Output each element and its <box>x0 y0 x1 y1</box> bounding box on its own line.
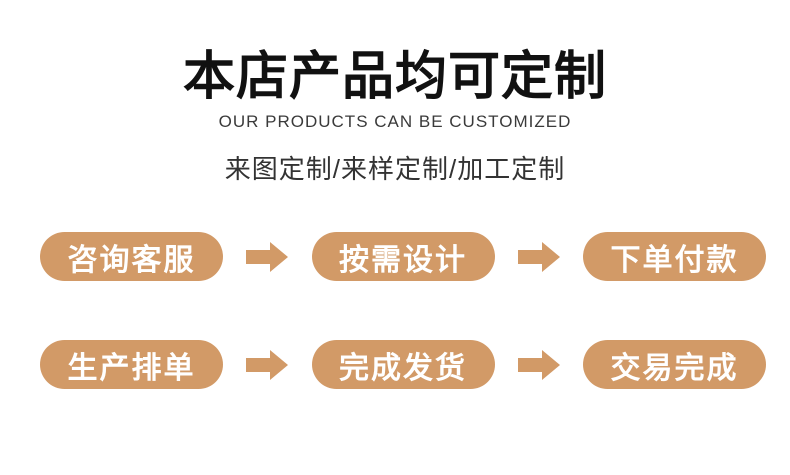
step-design-on-demand: 按需设计 <box>311 232 495 281</box>
customization-tagline: 来图定制/来样定制/加工定制 <box>224 154 566 184</box>
arrow-right-icon <box>517 241 560 272</box>
arrow-right-icon <box>246 349 289 380</box>
step-consult-service: 咨询客服 <box>40 232 223 281</box>
arrow-right-icon <box>246 241 289 272</box>
page-title: 本店产品均可定制 <box>182 48 607 106</box>
page-subtitle: OUR PRODUCTS CAN BE CUSTOMIZED <box>218 112 572 131</box>
step-transaction-complete: 交易完成 <box>583 340 766 389</box>
flow-row-1: 咨询客服 按需设计 下单付款 <box>40 232 766 281</box>
step-production-scheduling: 生产排单 <box>40 340 223 389</box>
step-place-order-pay: 下单付款 <box>583 232 766 281</box>
step-complete-shipment: 完成发货 <box>311 340 495 389</box>
arrow-right-icon <box>517 349 560 380</box>
flow-row-2: 生产排单 完成发货 交易完成 <box>40 340 766 389</box>
